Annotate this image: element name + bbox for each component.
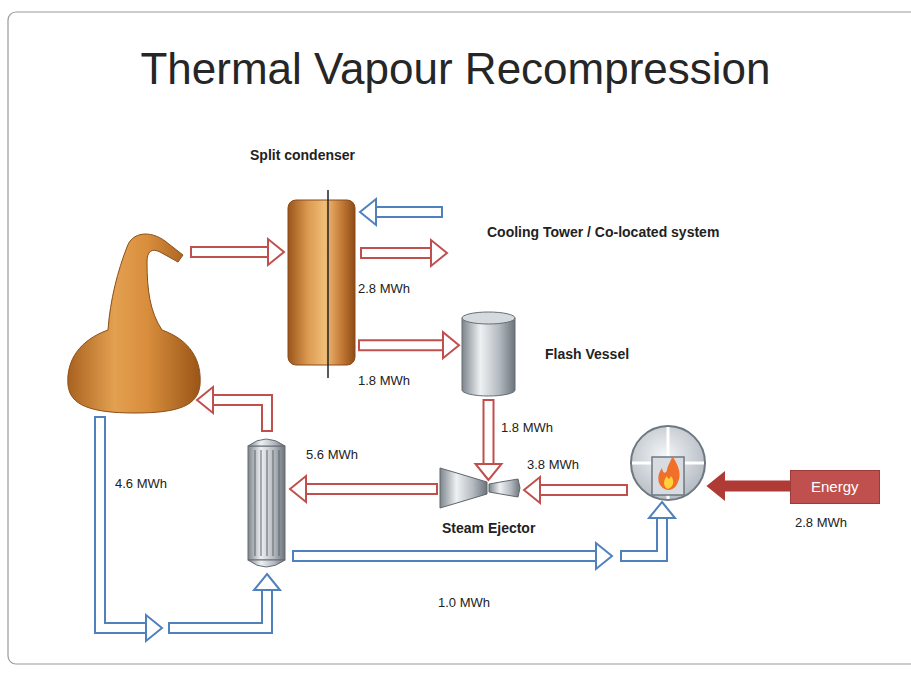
flow-arrow	[290, 476, 438, 502]
arrow-head	[476, 464, 502, 480]
arrow-outline	[292, 550, 598, 562]
boiler	[631, 426, 705, 500]
node-label: Steam Ejector	[442, 520, 535, 536]
arrow-fill	[362, 249, 433, 257]
node-label: Energy	[811, 477, 859, 497]
energy-value: 4.6 MWh	[115, 476, 167, 491]
arrow-outline	[168, 588, 267, 628]
energy-value: 5.6 MWh	[306, 447, 358, 462]
energy-value: 2.8 MWh	[795, 515, 847, 530]
flow-arrow	[708, 473, 790, 499]
arrow-fill	[485, 401, 493, 466]
energy-value: 1.8 MWh	[501, 420, 553, 435]
arrow-fill	[294, 552, 598, 560]
arrow-head	[290, 476, 306, 502]
arrow-outline	[358, 339, 445, 351]
arrow-outline	[190, 246, 270, 258]
flow-connector	[358, 332, 459, 358]
arrow-fill	[622, 516, 662, 556]
arrow-outline	[304, 483, 438, 495]
split-line	[327, 190, 329, 378]
flow-arrow	[360, 240, 447, 266]
diagram-title: Thermal Vapour Recompression	[0, 44, 911, 94]
arrow-fill	[374, 208, 441, 216]
flow-arrow	[620, 502, 675, 556]
arrow-head	[197, 387, 213, 413]
node-label: Flash Vessel	[545, 346, 629, 362]
arrow-head	[596, 543, 612, 569]
arrow-outline	[211, 400, 267, 432]
arrow-head	[524, 477, 540, 503]
arrow-head	[146, 615, 162, 641]
flash-vessel: Flash Vessel	[455, 304, 655, 404]
flow-arrow	[292, 543, 612, 569]
arrow-outline	[360, 247, 433, 259]
slide-border	[8, 12, 911, 664]
arrow-head	[649, 502, 675, 518]
arrow-outline	[538, 484, 628, 496]
arrow-fill	[192, 248, 270, 256]
flow-arrow	[524, 477, 628, 503]
arrow-head	[708, 473, 724, 499]
arrow-fill	[360, 341, 445, 349]
energy-value: 2.8 MWh	[358, 281, 410, 296]
arrow-head	[431, 240, 447, 266]
heat-exchanger	[248, 439, 285, 567]
arrow-head	[360, 199, 376, 225]
split-condenser: Split condenser	[240, 145, 370, 385]
destination-label: Cooling Tower / Co-located system	[487, 224, 719, 240]
flow-arrow	[168, 574, 280, 628]
arrow-head	[443, 332, 459, 358]
flow-arrow	[100, 416, 162, 641]
energy-box: Energy	[790, 470, 880, 504]
flash-vessel-body	[462, 312, 515, 396]
arrow-fill	[100, 418, 148, 628]
split-condenser-shape	[240, 145, 370, 385]
arrow-fill	[211, 400, 267, 430]
arrow-fill	[538, 486, 626, 494]
flow-connector	[476, 399, 502, 480]
arrow-outline	[483, 399, 495, 466]
arrow-fill	[304, 485, 436, 493]
flow-arrow	[197, 387, 267, 432]
energy-value: 1.8 MWh	[358, 373, 410, 388]
ejector-body	[440, 468, 520, 508]
flow-arrow	[190, 239, 284, 265]
arrow-outline	[620, 516, 662, 556]
arrow-shaft	[722, 481, 790, 492]
arrow-fill	[170, 588, 267, 628]
node-label: Split condenser	[250, 147, 355, 163]
flow-arrow	[360, 199, 443, 225]
energy-value: 3.8 MWh	[527, 457, 579, 472]
arrow-head	[268, 239, 284, 265]
arrow-head	[254, 574, 280, 590]
energy-value: 1.0 MWh	[438, 595, 490, 610]
condenser-body	[288, 200, 355, 365]
arrow-outline	[374, 206, 443, 218]
pot-still	[68, 234, 200, 413]
arrow-outline	[100, 416, 148, 628]
